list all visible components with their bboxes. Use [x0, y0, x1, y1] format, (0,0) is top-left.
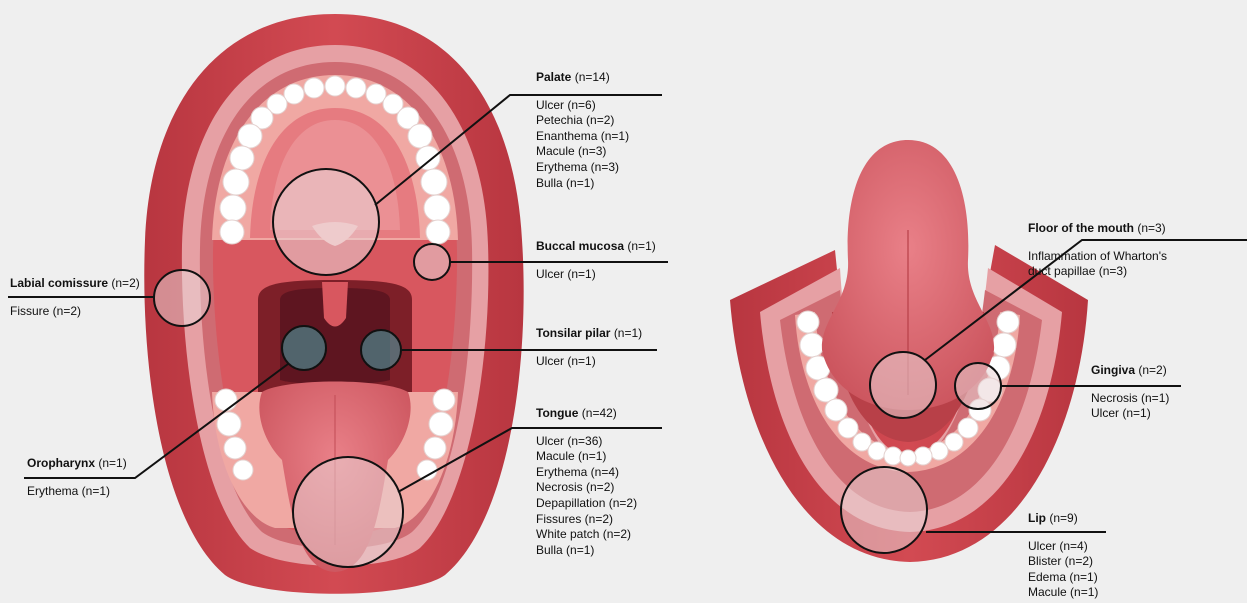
palate-callout: Palate (n=14) Ulcer (n=6) Petechia (n=2)… [536, 70, 629, 191]
buccal-marker [414, 244, 450, 280]
gingiva-findings: Necrosis (n=1) Ulcer (n=1) [1091, 391, 1169, 422]
gingiva-callout: Gingiva (n=2) Necrosis (n=1) Ulcer (n=1) [1091, 363, 1169, 422]
lip-findings: Ulcer (n=4) Blister (n=2) Edema (n=1) Ma… [1028, 539, 1098, 601]
finding: Macule (n=3) [536, 144, 629, 160]
palate-heading: Palate (n=14) [536, 70, 629, 86]
buccal-heading: Buccal mucosa (n=1) [536, 239, 656, 255]
oropharynx-callout: Oropharynx (n=1) Erythema (n=1) [27, 456, 127, 499]
finding: Bulla (n=1) [536, 176, 629, 192]
finding: Ulcer (n=1) [1091, 406, 1169, 422]
labial-heading: Labial comissure (n=2) [10, 276, 140, 292]
tonsilar-heading: Tonsilar pilar (n=1) [536, 326, 642, 342]
finding: Fissures (n=2) [536, 512, 637, 528]
buccal-callout: Buccal mucosa (n=1) Ulcer (n=1) [536, 239, 656, 282]
tonsilar-findings: Ulcer (n=1) [536, 354, 642, 370]
labial-marker [154, 270, 210, 326]
finding: Bulla (n=1) [536, 543, 637, 559]
finding: Erythema (n=4) [536, 465, 637, 481]
finding: Depapillation (n=2) [536, 496, 637, 512]
palate-findings: Ulcer (n=6) Petechia (n=2) Enanthema (n=… [536, 98, 629, 192]
oropharynx-findings: Erythema (n=1) [27, 484, 127, 500]
oropharynx-marker [282, 326, 326, 370]
finding: Necrosis (n=1) [1091, 391, 1169, 407]
finding: Ulcer (n=36) [536, 434, 637, 450]
floor-callout: Floor of the mouth (n=3) Inflammation of… [1028, 221, 1167, 280]
finding: Ulcer (n=1) [536, 354, 642, 370]
finding: Fissure (n=2) [10, 304, 140, 320]
floor-findings: Inflammation of Wharton's duct papillae … [1028, 249, 1167, 280]
palate-marker [273, 169, 379, 275]
finding: Ulcer (n=4) [1028, 539, 1098, 555]
finding: Blister (n=2) [1028, 554, 1098, 570]
labial-findings: Fissure (n=2) [10, 304, 140, 320]
lip-heading: Lip (n=9) [1028, 511, 1098, 527]
lip-callout: Lip (n=9) Ulcer (n=4) Blister (n=2) Edem… [1028, 511, 1098, 601]
finding: duct papillae (n=3) [1028, 264, 1167, 280]
labial-callout: Labial comissure (n=2) Fissure (n=2) [10, 276, 140, 319]
finding: Erythema (n=3) [536, 160, 629, 176]
gingiva-marker [955, 363, 1001, 409]
finding: Ulcer (n=1) [536, 267, 656, 283]
finding: Necrosis (n=2) [536, 480, 637, 496]
tongue-callout: Tongue (n=42) Ulcer (n=36) Macule (n=1) … [536, 406, 637, 558]
uvula [322, 282, 348, 327]
tonsilar-marker [361, 330, 401, 370]
finding: Erythema (n=1) [27, 484, 127, 500]
lip-marker [841, 467, 927, 553]
finding: Ulcer (n=6) [536, 98, 629, 114]
finding: Edema (n=1) [1028, 570, 1098, 586]
tonsilar-callout: Tonsilar pilar (n=1) Ulcer (n=1) [536, 326, 642, 369]
tongue-findings: Ulcer (n=36) Macule (n=1) Erythema (n=4)… [536, 434, 637, 559]
finding: Inflammation of Wharton's [1028, 249, 1167, 265]
finding: Petechia (n=2) [536, 113, 629, 129]
tongue-marker [293, 457, 403, 567]
finding: White patch (n=2) [536, 527, 637, 543]
buccal-findings: Ulcer (n=1) [536, 267, 656, 283]
floor-marker [870, 352, 936, 418]
oropharynx-heading: Oropharynx (n=1) [27, 456, 127, 472]
floor-heading: Floor of the mouth (n=3) [1028, 221, 1167, 237]
finding: Macule (n=1) [1028, 585, 1098, 601]
finding: Macule (n=1) [536, 449, 637, 465]
gingiva-heading: Gingiva (n=2) [1091, 363, 1169, 379]
tongue-heading: Tongue (n=42) [536, 406, 637, 422]
finding: Enanthema (n=1) [536, 129, 629, 145]
